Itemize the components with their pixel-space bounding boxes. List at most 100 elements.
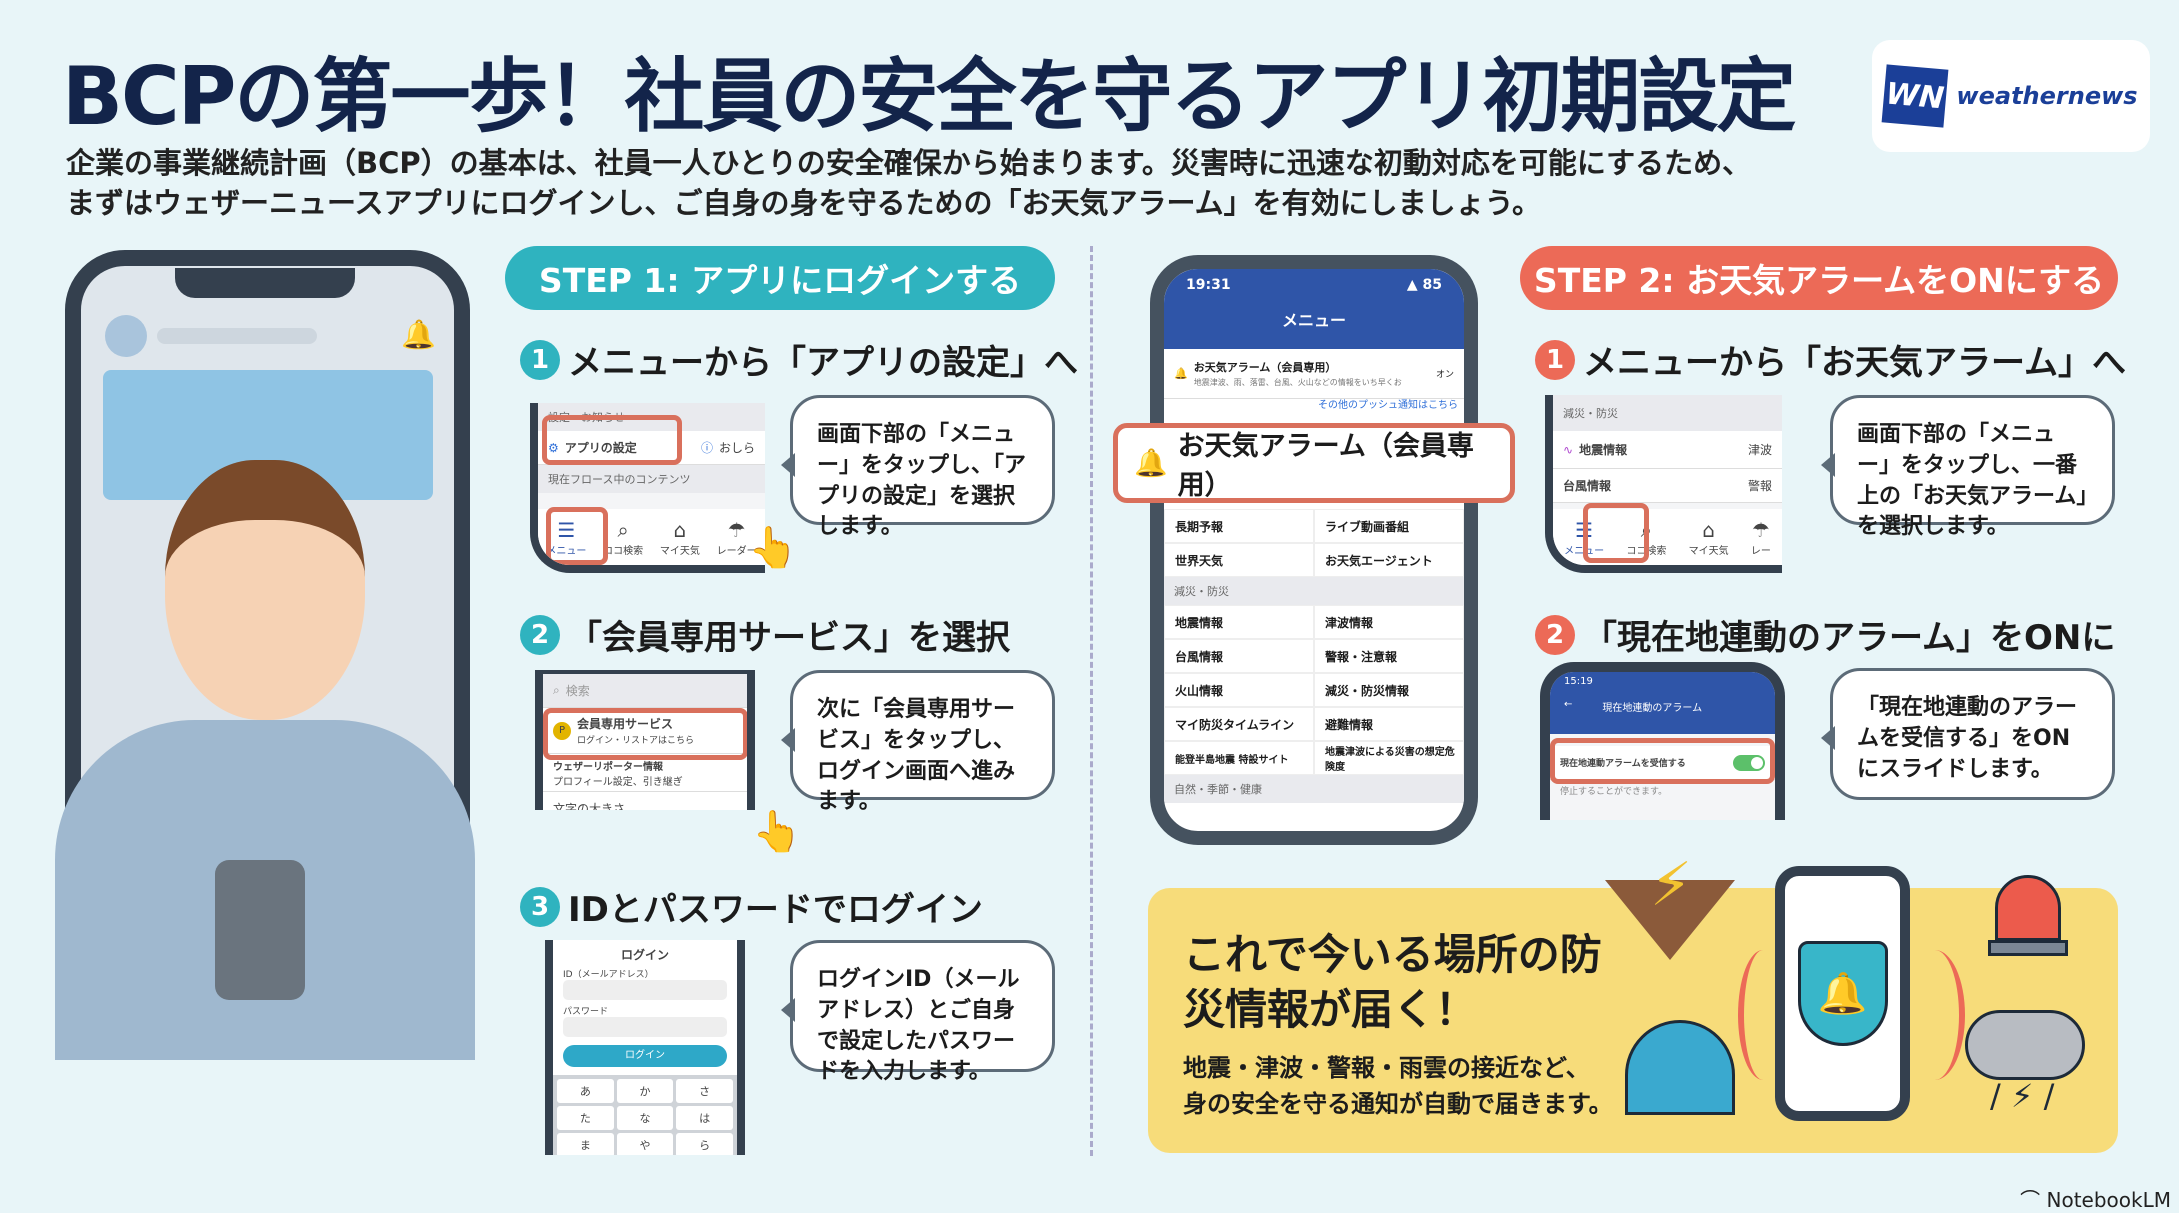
- password-input[interactable]: [563, 1017, 727, 1037]
- menu-item[interactable]: 警報: [1747, 479, 1772, 493]
- subtitle-line-2: まずはウェザーニュースアプリにログインし、ご自身の身を守るための「お天気アラーム…: [66, 186, 1541, 220]
- menu-item[interactable]: 火山情報: [1164, 673, 1314, 707]
- toggle-note: 停止することができます。: [1560, 787, 1668, 797]
- step1-label: STEP 1: アプリにログインする: [505, 246, 1055, 310]
- rain-lightning-icon: / ⚡ /: [1990, 1077, 2055, 1115]
- menu-item[interactable]: 地震情報: [1164, 605, 1314, 639]
- menu-item[interactable]: マイ防災タイムライン: [1164, 707, 1314, 741]
- screen-title: メニュー: [1281, 311, 1346, 330]
- alert-phone-icon: 🔔: [1775, 866, 1910, 1121]
- alarm-bell-icon: 🔔: [1134, 448, 1168, 479]
- password-label: パスワード: [563, 1007, 609, 1017]
- lightning-icon: ⚡: [1650, 850, 1693, 920]
- step2-1-bubble: 画面下部の「メニュー」をタップし、一番上の「お天気アラーム」を選択します。: [1821, 395, 2115, 539]
- menu-section: 減災・防災: [1164, 577, 1464, 605]
- step2-2-heading: 2「現在地連動のアラーム」をONに: [1535, 610, 2115, 659]
- toggle-label: 現在地連動アラームを受信する: [1560, 759, 1686, 769]
- person-phone-illustration: 🔔: [55, 250, 475, 1060]
- location-alarm-toggle[interactable]: [1733, 754, 1765, 771]
- signal-waves-right: [1905, 950, 1965, 1080]
- result-heading: これで今いる場所の防災情報が届く！: [1183, 930, 1602, 1034]
- menu-item[interactable]: 津波: [1747, 443, 1772, 457]
- tab-my-weather[interactable]: ⌂マイ天気: [1688, 517, 1729, 557]
- earthquake-icon: ∿: [1563, 442, 1574, 457]
- subtitle-line-1: 企業の事業継続計画（BCP）の基本は、社員一人ひとりの安全確保から始まります。災…: [66, 146, 1752, 180]
- id-label: ID（メールアドレス）: [563, 970, 654, 980]
- menu-item[interactable]: ライブ動画番組: [1314, 509, 1464, 543]
- step-heading-text: メニューから「アプリの設定」へ: [568, 343, 1078, 383]
- step2-label: STEP 2: お天気アラームをONにする: [1520, 246, 2118, 310]
- storm-cloud-icon: [1965, 1010, 2085, 1080]
- keyboard[interactable]: あかさ たなは まやら: [553, 1075, 737, 1155]
- page-title: BCPの第一歩！社員の安全を守るアプリ初期設定: [62, 50, 1796, 143]
- status-time: 19:31: [1186, 277, 1231, 293]
- step-number: 1: [520, 339, 560, 380]
- step1-3-bubble: ログインID（メールアドレス）とご自身で設定したパスワードを入力します。: [781, 940, 1055, 1084]
- step1-2-heading: 2「会員専用サービス」を選択: [520, 610, 1010, 659]
- menu-item[interactable]: 警報・注意報: [1314, 639, 1464, 673]
- points-icon: P: [553, 721, 571, 740]
- notebooklm-watermark: ⌒ NotebookLM: [2020, 1188, 2171, 1212]
- menu-item[interactable]: 台風情報: [1164, 639, 1314, 673]
- signal-waves-left: [1738, 950, 1788, 1080]
- login-title: ログイン: [620, 948, 669, 962]
- siren-icon: [1995, 875, 2061, 941]
- menu-section: 自然・季節・健康: [1164, 775, 1464, 803]
- menu-item[interactable]: お天気エージェント: [1314, 543, 1464, 577]
- step-number: 3: [520, 886, 560, 927]
- menu-item[interactable]: 地震津波による災害の想定危険度: [1314, 741, 1464, 775]
- login-button[interactable]: ログイン: [563, 1045, 727, 1067]
- divider: [1090, 246, 1093, 1156]
- step-heading-text: 「会員専用サービス」を選択: [568, 618, 1010, 658]
- status-time: 15:19: [1564, 676, 1593, 687]
- menu-item[interactable]: 台風情報: [1563, 479, 1612, 493]
- reporter-item[interactable]: ウェザーリポーター情報プロフィール設定、引き継ぎ: [543, 754, 747, 792]
- app-settings-item[interactable]: アプリの設定: [564, 441, 637, 455]
- weather-alarm-callout: 🔔お天気アラーム（会員専用）: [1113, 423, 1515, 503]
- push-settings-link[interactable]: その他のプッシュ通知はこちら: [1318, 400, 1458, 411]
- bell-icon: 🔔: [401, 318, 436, 351]
- step2-2-screenshot: 15:19 ← 現在地連動のアラーム 現在地連動アラームを受信する 停止することが…: [1540, 662, 1785, 820]
- battery-indicator: ▲ 85: [1406, 277, 1442, 293]
- font-size-item[interactable]: 文字の大きさ: [543, 792, 747, 810]
- screen-section: 減災・防災: [1553, 395, 1782, 431]
- step-number: 1: [1535, 339, 1575, 380]
- weather-alarm-item[interactable]: 🔔お天気アラーム（会員専用）地震津波、雨、落雷、台風、火山などの情報をいち早くお…: [1164, 349, 1464, 399]
- step-number: 2: [1535, 614, 1575, 655]
- id-input[interactable]: [563, 980, 727, 1000]
- info-icon: ⓘ: [700, 441, 713, 455]
- step-number: 2: [520, 614, 560, 655]
- tab-search[interactable]: ⌕ココ検索: [603, 517, 644, 557]
- back-arrow-icon[interactable]: ←: [1564, 699, 1573, 710]
- menu-item[interactable]: 津波情報: [1314, 605, 1464, 639]
- menu-item[interactable]: 減災・防災情報: [1314, 673, 1464, 707]
- screen-title: 現在地連動のアラーム: [1602, 703, 1703, 714]
- tab-my-weather[interactable]: ⌂マイ天気: [659, 517, 700, 557]
- search-field[interactable]: 検索: [565, 684, 590, 698]
- person-head: [165, 460, 365, 720]
- step1-3-screenshot: ログイン ID（メールアドレス） パスワード ログイン あかさ たなは まやら: [545, 940, 745, 1155]
- menu-item[interactable]: 長期予報: [1164, 509, 1314, 543]
- notice-item[interactable]: おしら: [718, 441, 755, 455]
- menu-item[interactable]: 能登半島地震 特設サイト: [1164, 741, 1314, 775]
- shield-bell-icon: 🔔: [1797, 941, 1888, 1046]
- notebooklm-icon: ⌒: [2020, 1188, 2047, 1212]
- earthquake-icon: [1605, 880, 1735, 960]
- avatar-icon: [105, 315, 147, 357]
- tap-hand-icon: 👆: [752, 809, 802, 855]
- tab-menu[interactable]: ☰メニュー: [546, 517, 587, 557]
- menu-item[interactable]: 世界天気: [1164, 543, 1314, 577]
- menu-item[interactable]: 地震情報: [1579, 443, 1628, 457]
- step2-2-bubble: 「現在地連動のアラームを受信する」をONにスライドします。: [1821, 668, 2115, 800]
- tab-radar[interactable]: ☂レーダー: [716, 517, 757, 557]
- tab-radar[interactable]: ☂レー: [1750, 517, 1771, 557]
- step-heading-text: メニューから「お天気アラーム」へ: [1583, 343, 2126, 383]
- step2-1-screenshot: 減災・防災 ∿地震情報津波 台風情報警報 ☰メニュー ⌕ココ検索 ⌂マイ天気 ☂…: [1545, 395, 1782, 573]
- alarm-bell-icon: 🔔: [1174, 367, 1188, 380]
- menu-item[interactable]: 避難情報: [1314, 707, 1464, 741]
